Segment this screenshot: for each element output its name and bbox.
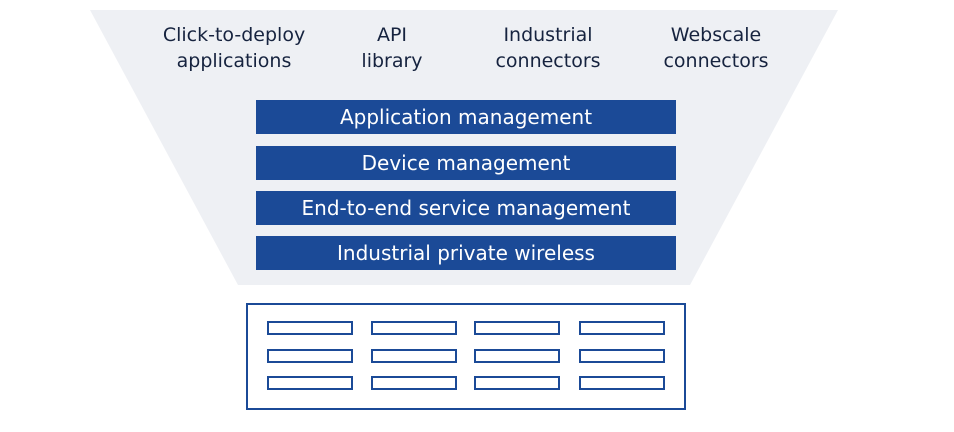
capability-line-1: Click-to-deploy [162, 24, 306, 46]
capability-line-2: applications [176, 50, 292, 72]
server-rack-icon [246, 303, 686, 410]
capability-line-1: Industrial [503, 24, 593, 46]
server-slot [579, 376, 665, 390]
capability-click-to-deploy: Click-to-deploy applications [144, 22, 324, 74]
capability-api-library: API library [302, 22, 482, 74]
layer-application-management: Application management [256, 100, 676, 134]
server-slot [474, 376, 560, 390]
capability-industrial-connectors: Industrial connectors [458, 22, 638, 74]
server-slot [267, 376, 353, 390]
server-slot [371, 376, 457, 390]
capability-line-2: connectors [495, 50, 601, 72]
layer-device-management: Device management [256, 146, 676, 180]
capability-line-1: API [376, 24, 408, 46]
layer-industrial-private-wireless: Industrial private wireless [256, 236, 676, 270]
capability-line-2: connectors [663, 50, 769, 72]
server-slot [267, 349, 353, 363]
server-slot [579, 321, 665, 335]
server-slot [371, 349, 457, 363]
capability-line-1: Webscale [670, 24, 762, 46]
server-slot [579, 349, 665, 363]
server-slot [474, 321, 560, 335]
capability-webscale-connectors: Webscale connectors [626, 22, 806, 74]
server-slot [267, 321, 353, 335]
capability-line-2: library [361, 50, 423, 72]
server-slot [474, 349, 560, 363]
layer-end-to-end-service-management: End-to-end service management [256, 191, 676, 225]
server-slot [371, 321, 457, 335]
